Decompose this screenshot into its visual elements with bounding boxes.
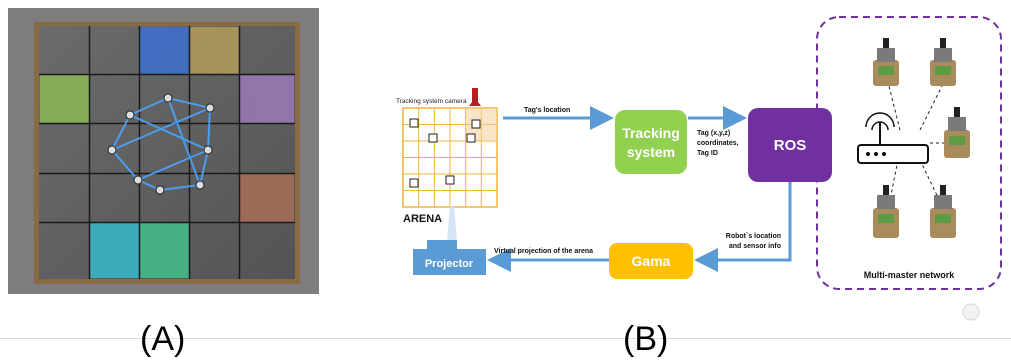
edge-label-coords-3: Tag ID — [697, 150, 718, 157]
edges — [487, 106, 792, 272]
projected-colored-cells — [40, 27, 294, 278]
edge-label-robot-2: and sensor info — [729, 243, 781, 250]
edge-label-coords-1: Tag (x,y,z) — [697, 130, 730, 137]
divider — [0, 338, 1011, 339]
gama-label: Gama — [632, 253, 671, 269]
robot-icon — [873, 38, 899, 86]
robot-icon — [930, 38, 956, 86]
tracking-label-1: Tracking — [622, 125, 680, 141]
edge-ros-to-gama — [694, 182, 792, 272]
caption-b: (B) — [623, 320, 669, 358]
robot-icons — [873, 38, 970, 238]
robots — [107, 93, 215, 195]
robot-icon — [930, 185, 956, 238]
tracking-label-2: system — [627, 144, 675, 160]
ros-label: ROS — [774, 137, 807, 154]
edge-label-coords-2: coordinates, — [697, 140, 739, 147]
arena-grid-lines — [39, 26, 295, 279]
arena-label: ARENA — [403, 213, 442, 225]
network-boundary — [816, 16, 1002, 290]
multi-master-network: Multi-master network — [816, 16, 1002, 321]
robot-icon — [944, 107, 970, 158]
tag-markers — [409, 118, 481, 188]
gama-node: Gama — [609, 243, 693, 279]
projector-node: Projector — [413, 240, 486, 275]
camera-label: Tracking system camera — [396, 98, 467, 105]
edge-label-tags-location: Tag's location — [524, 107, 570, 114]
arena-sketch: Tracking system camera ARENA — [396, 88, 498, 240]
edge-label-robot-1: Robot`s location — [726, 233, 781, 240]
projector-label: Projector — [425, 258, 474, 270]
projection-beam — [447, 206, 457, 240]
camera-icon — [472, 88, 478, 102]
router-icon — [857, 112, 929, 164]
network-label: Multi-master network — [864, 270, 956, 280]
edge-label-projection: Virtual projection of the arena — [494, 248, 593, 255]
watermark-icon — [962, 303, 980, 321]
ros-node: ROS — [748, 108, 832, 182]
robot-icon — [873, 185, 899, 238]
tracking-system-node: Tracking system — [615, 110, 687, 174]
arena-photo — [8, 8, 319, 294]
caption-a: (A) — [140, 320, 186, 358]
robot-network-links — [110, 96, 212, 192]
